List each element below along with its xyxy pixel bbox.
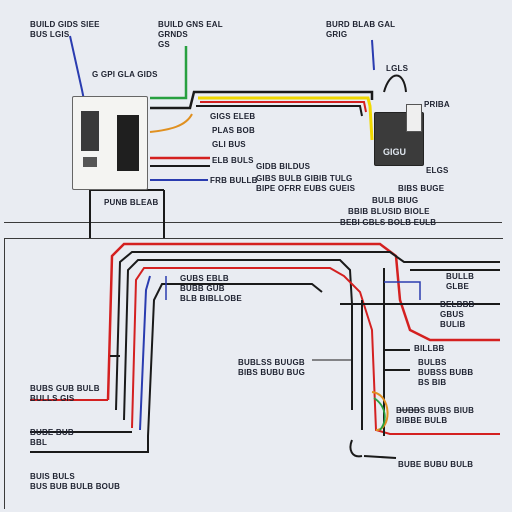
wire-blue-right-bottom [384, 281, 421, 300]
bottom-right-label-3: BILLBB [414, 344, 445, 353]
label-right-2: PRIBA [424, 100, 450, 109]
wire-label-4: ELB BULS [212, 156, 254, 165]
wire-black-right-h4 [363, 455, 397, 459]
wire-black-main [150, 90, 374, 110]
wire-black-bus-2 [123, 259, 353, 421]
top-panel-frame [4, 4, 502, 223]
bottom-right-label-2: BELBBB GBUS BULIB [440, 300, 475, 329]
bottom-left-label-2: BUBE BUB BBL [30, 428, 74, 447]
wire-black-bus-3 [147, 283, 323, 437]
outlet-face-label: GIGU [383, 147, 407, 157]
breaker-switch-left [81, 111, 99, 151]
wire-black-outlet [196, 105, 363, 117]
wire-blue-top-left [69, 35, 85, 101]
wire-black-hook [349, 439, 363, 458]
center-label-2: GIBS BULB GIBIB TULG [256, 174, 353, 183]
circuit-breaker [72, 96, 148, 190]
label-right-1: LGLS [386, 64, 409, 73]
right-block-2: BULB BIUG [372, 196, 419, 205]
breaker-terminal-left [83, 157, 97, 167]
label-bottom-breaker: PUNB BLEAB [104, 198, 159, 207]
bottom-panel-frame [4, 238, 503, 509]
wire-label-3: GLI BUS [212, 140, 246, 149]
wire-label-2: PLAS BOB [212, 126, 255, 135]
right-block-4: BEBI GBLS BOLB EULB [340, 218, 437, 227]
wire-red-top [200, 101, 367, 113]
label-top-right: BURD BLAB GAL GRIG [326, 20, 396, 39]
label-top-left: BUILD GIDS SIEE BUS LGIS [30, 20, 100, 39]
bottom-left-label-3: BUIS BULS BUS BUB BULB BOUB [30, 472, 121, 491]
wire-yellow-main [198, 96, 374, 141]
center-label-1: GIDB BILDUS [256, 162, 311, 171]
bottom-right-label-4: BULBS BUBSS BUBB BS BIB [418, 358, 474, 387]
wire-label-5: FRB BULLB [210, 176, 258, 185]
breaker-switch-right [117, 115, 139, 171]
outlet-plug [406, 104, 422, 132]
wire-blue-right [371, 39, 375, 71]
bottom-top-center-label: GUBS EBLB BUBB GUB BLB BIBLLOBE [180, 274, 242, 303]
wire-black-outlet-leader [383, 74, 407, 93]
bottom-center-label: BUBLSS BUUGB BIBS BUBU BUG [238, 358, 306, 377]
bottom-right-low-label-1: BUBBS BUBS BIUB BIBBE BULB [396, 406, 475, 425]
bottom-right-label-1: BULLB GLBE [446, 272, 475, 291]
label-outlet-side: ELGS [426, 166, 449, 175]
label-breaker-title: G GPI GLA GIDS [92, 70, 158, 79]
right-block-3: BBIB BLUSID BIOLE [348, 207, 430, 216]
wire-black-bus-1 [115, 251, 500, 411]
label-top-mid: BUILD GNS EAL GRNDS GS [158, 20, 223, 49]
wire-black-left-out-2 [30, 436, 149, 453]
wire-label-1: GIGS ELEB [210, 112, 256, 121]
wire-blue-bus [139, 275, 151, 431]
center-label-3: BIPE OFRR EUBS GUEIS [256, 184, 356, 193]
wire-green-bottom [373, 397, 386, 431]
wire-green-top [150, 46, 188, 100]
bottom-right-low-label-2: BUBE BUBU BULB [398, 460, 474, 469]
right-block-1: BIBS BUGE [398, 184, 445, 193]
wire-orange-loop [149, 113, 193, 133]
bottom-left-label-1: BUBS GUB BULB BULLS GIS [30, 384, 100, 403]
